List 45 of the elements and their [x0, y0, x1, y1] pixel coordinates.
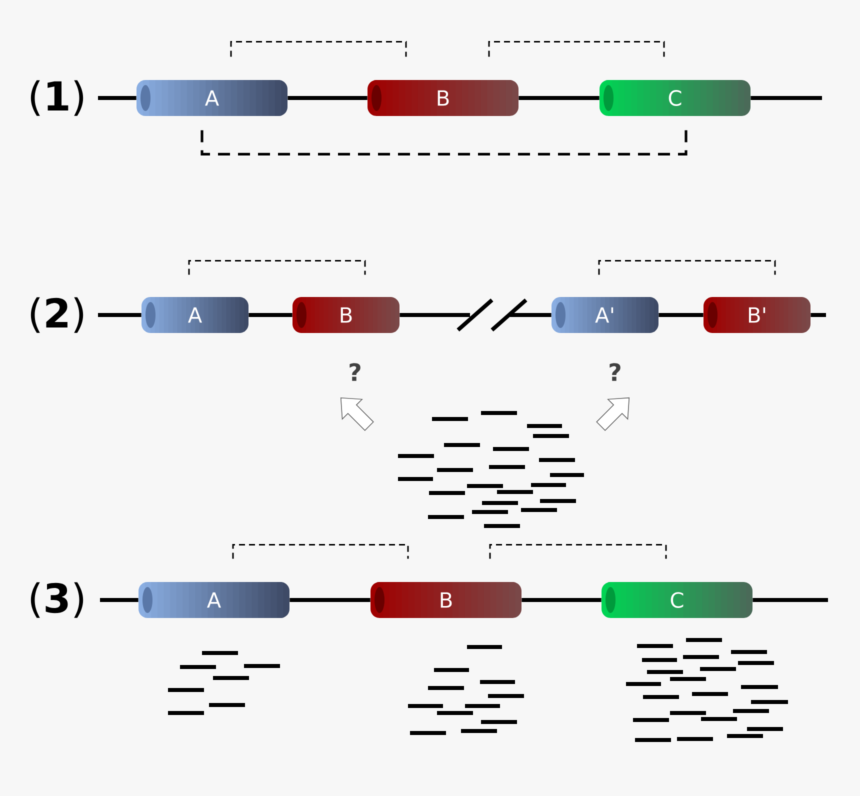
node-label: A: [188, 307, 202, 323]
sequence-line: [400, 313, 552, 317]
question-mark: ?: [350, 363, 360, 381]
sequence-line: [288, 96, 368, 100]
contig-cylinder: B: [368, 80, 518, 116]
node-label: B: [340, 307, 352, 323]
contig-cylinder: B': [704, 297, 810, 333]
sequence-line: [248, 313, 292, 317]
contig-cylinder: C: [600, 80, 750, 116]
sequence-line: [100, 598, 138, 602]
node-label: A: [204, 90, 220, 106]
sequence-line: [518, 96, 600, 100]
contig-cylinder: C: [602, 582, 752, 618]
linkage-bracket: [230, 41, 407, 57]
node-label: C: [670, 592, 684, 608]
node-label: B: [440, 592, 452, 608]
sequence-line: [98, 96, 136, 100]
row-number: (2): [30, 297, 84, 333]
node-label: B': [748, 307, 766, 323]
row-number: (3): [30, 582, 84, 618]
contig-cylinder: B: [370, 582, 522, 618]
sequence-line: [752, 598, 828, 602]
contig-cylinder: A': [552, 297, 658, 333]
linkage-bracket: [200, 130, 688, 156]
node-label: B: [438, 90, 449, 106]
linkage-bracket: [232, 544, 409, 559]
contig-cylinder: B: [292, 297, 400, 333]
linkage-bracket: [598, 260, 776, 275]
contig-cylinder: A: [136, 80, 288, 116]
linkage-bracket: [489, 544, 667, 559]
row-number: (1): [30, 80, 84, 116]
linkage-bracket: [188, 260, 366, 275]
sequence-line: [522, 598, 602, 602]
sequence-line: [290, 598, 370, 602]
node-label: C: [668, 90, 682, 106]
node-label: A: [206, 592, 222, 608]
contig-cylinder: A: [142, 297, 248, 333]
sequence-line: [810, 313, 826, 317]
question-mark: ?: [610, 363, 620, 381]
sequence-line: [98, 313, 142, 317]
sequence-line: [750, 96, 822, 100]
contig-cylinder: A: [138, 582, 290, 618]
node-label: A': [595, 307, 614, 323]
sequence-line: [658, 313, 704, 317]
linkage-bracket: [488, 41, 665, 57]
